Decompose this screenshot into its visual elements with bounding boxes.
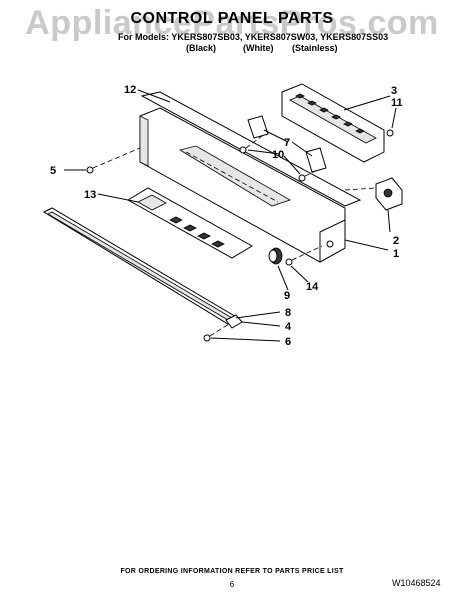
callout-14: 14 xyxy=(306,281,319,293)
variant-white: (White) xyxy=(243,43,274,53)
part-10-screw-b xyxy=(298,174,306,182)
leader-6 xyxy=(210,337,281,342)
leader-10a xyxy=(247,149,281,155)
callout-8: 8 xyxy=(285,307,291,319)
callout-5: 5 xyxy=(50,165,56,177)
leader-7b xyxy=(291,141,313,157)
assembly-line-14 xyxy=(291,245,323,261)
part-10-screw-a xyxy=(239,146,247,154)
part-12-top-trim xyxy=(140,91,362,207)
leader-14 xyxy=(290,265,309,283)
callout-3: 3 xyxy=(391,85,397,97)
leader-1 xyxy=(344,239,389,251)
leader-2 xyxy=(387,209,391,233)
part-5-screw xyxy=(86,166,94,174)
assembly-line-2 xyxy=(344,187,377,191)
part-2-switch xyxy=(375,177,403,211)
leader-8 xyxy=(235,311,281,319)
callout-13: 13 xyxy=(84,189,96,201)
part-13-membrane-switch xyxy=(127,187,253,259)
assembly-line-10b xyxy=(304,169,319,177)
variant-black: (Black) xyxy=(186,43,217,53)
part-1-control-panel xyxy=(139,107,346,263)
part-14-screw xyxy=(285,258,293,266)
leader-9 xyxy=(277,265,289,291)
part-7-brackets xyxy=(247,115,327,173)
callout-2: 2 xyxy=(393,235,399,247)
leader-11 xyxy=(391,107,397,129)
part-9-knob xyxy=(268,247,283,265)
leader-4 xyxy=(241,321,281,327)
callout-10: 10 xyxy=(272,149,284,161)
leader-10b xyxy=(283,155,301,175)
assembly-line-5 xyxy=(92,147,141,169)
leader-13 xyxy=(97,193,139,203)
part-6-screw xyxy=(203,334,211,342)
watermark: AppliancePartsPros.com xyxy=(25,4,439,42)
callout-11: 11 xyxy=(391,97,403,109)
screws xyxy=(86,129,394,342)
callout-6: 6 xyxy=(285,336,291,348)
callout-12: 12 xyxy=(124,84,136,96)
part-11-screw xyxy=(386,129,394,137)
ordering-note: FOR ORDERING INFORMATION REFER TO PARTS … xyxy=(120,568,344,575)
callout-4: 4 xyxy=(285,321,292,333)
leader-7a xyxy=(263,129,289,143)
callout-9: 9 xyxy=(284,290,290,302)
page-title: CONTROL PANEL PARTS xyxy=(130,10,334,27)
callout-7: 7 xyxy=(284,137,290,149)
assembly-line-6 xyxy=(209,321,233,337)
part-3-control-board xyxy=(281,83,385,163)
leader-3 xyxy=(343,95,391,111)
callout-1: 1 xyxy=(393,248,399,260)
page-number: 6 xyxy=(229,580,235,589)
leader-12 xyxy=(137,89,171,103)
variant-stainless: (Stainless) xyxy=(292,43,338,53)
models-label: For Models: YKERS807SB03, YKERS807SW03, … xyxy=(118,32,389,42)
assembly-line-10a xyxy=(245,135,263,149)
document-number: W10468524 xyxy=(392,578,441,588)
